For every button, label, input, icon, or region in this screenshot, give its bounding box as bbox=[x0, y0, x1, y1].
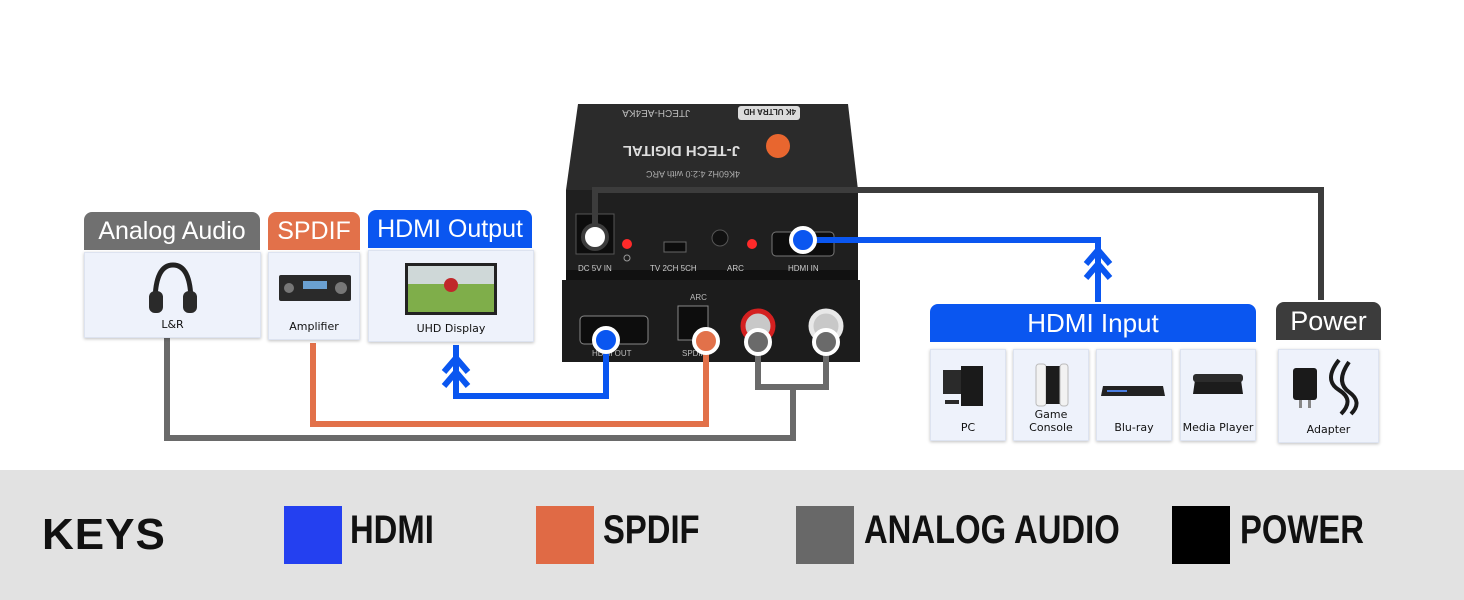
uhd-display-label: UHD Display bbox=[416, 322, 486, 335]
front-spdif-label: SPDIF bbox=[682, 349, 706, 358]
dc-port-label: DC 5V IN bbox=[578, 264, 612, 273]
pc-card: PC bbox=[930, 349, 1006, 441]
analog-audio-header: Analog Audio bbox=[84, 212, 260, 250]
uhd-display-card: UHD Display bbox=[368, 250, 534, 342]
game-console-label: Game Console bbox=[1029, 408, 1073, 434]
media-player-card: Media Player bbox=[1180, 349, 1256, 441]
headphones-label: L&R bbox=[161, 318, 184, 331]
spdif-header: SPDIF bbox=[268, 212, 360, 250]
spdif-cable bbox=[310, 342, 709, 427]
power-cable bbox=[592, 187, 1324, 300]
analog-right-cable-end bbox=[812, 328, 840, 356]
device-gap bbox=[566, 270, 858, 280]
hdmi-input-cable bbox=[803, 237, 1101, 302]
device-subtitle-text: 4K60Hz 4:2:0 with ARC bbox=[645, 169, 740, 179]
headphones-icon bbox=[149, 262, 197, 313]
spdif-key-label: SPDIF bbox=[603, 508, 700, 552]
hdmi-key-swatch bbox=[284, 506, 342, 564]
adapter-card: Adapter bbox=[1278, 349, 1379, 443]
game-console-icon bbox=[1035, 363, 1069, 407]
adapter-label: Adapter bbox=[1306, 423, 1351, 436]
analog-left-cable-end bbox=[744, 328, 772, 356]
hdmi-output-header: HDMI Output bbox=[368, 210, 532, 248]
hdmi-key-label: HDMI bbox=[350, 508, 434, 552]
switch-label: TV 2CH 5CH bbox=[650, 264, 697, 273]
dc-polarity-icon bbox=[623, 254, 631, 262]
media-player-icon bbox=[1193, 374, 1243, 394]
device-top-panel bbox=[566, 104, 858, 190]
hdmi-input-arrow-icon-2 bbox=[1083, 259, 1113, 280]
hdmi-input-arrow-icon bbox=[1083, 245, 1113, 266]
channel-switch bbox=[663, 241, 687, 253]
analog-audio-key-swatch bbox=[796, 506, 854, 564]
hdmi-output-cable-end bbox=[592, 326, 620, 354]
pc-label: PC bbox=[960, 421, 976, 434]
pc-icon bbox=[943, 366, 983, 406]
arc-label: ARC bbox=[727, 264, 744, 273]
media-player-label: Media Player bbox=[1182, 421, 1254, 434]
analog-cable bbox=[164, 337, 796, 441]
diagram-stage: JTECH-AE4KA 4K ULTRA HD J-TECH DIGITAL 4… bbox=[84, 104, 1381, 443]
power-key-label: POWER bbox=[1240, 508, 1364, 552]
power-key-swatch bbox=[1172, 506, 1230, 564]
brand-logo-icon bbox=[766, 134, 790, 158]
arc-button bbox=[711, 229, 729, 247]
device-brand-text: J-TECH DIGITAL bbox=[623, 142, 740, 159]
power-led-icon bbox=[622, 239, 632, 249]
blu-ray-card: Blu-ray bbox=[1096, 349, 1172, 441]
amplifier-label: Amplifier bbox=[289, 320, 339, 333]
amplifier-card: Amplifier bbox=[268, 252, 360, 340]
power-cable-end bbox=[581, 223, 609, 251]
uhd-display-icon bbox=[405, 263, 497, 315]
game-console-card: Game Console bbox=[1013, 349, 1089, 441]
blu-ray-label: Blu-ray bbox=[1114, 421, 1154, 434]
front-arc-label: ARC bbox=[690, 293, 707, 302]
analog-audio-key-label: ANALOG AUDIO bbox=[864, 508, 1120, 552]
spdif-key-swatch bbox=[536, 506, 594, 564]
headphones-card: L&R bbox=[84, 252, 261, 338]
arc-led-icon bbox=[747, 239, 757, 249]
amplifier-icon bbox=[279, 275, 351, 301]
power-header: Power bbox=[1276, 302, 1381, 340]
device-badge-text: 4K ULTRA HD bbox=[743, 107, 796, 116]
keys-title: KEYS bbox=[42, 510, 166, 559]
hdmi-in-label: HDMI IN bbox=[788, 264, 819, 273]
hdmi-output-arrow-icon-2 bbox=[441, 367, 471, 388]
hdmi-input-cable-end bbox=[789, 226, 817, 254]
spdif-cable-end bbox=[692, 327, 720, 355]
blu-ray-icon bbox=[1101, 386, 1165, 396]
hdmi-output-arrow-icon bbox=[441, 353, 471, 374]
front-hdmi-out-label: HDMI OUT bbox=[592, 349, 632, 358]
device-badge bbox=[738, 106, 800, 120]
connection-diagram: JTECH-AE4KA 4K ULTRA HD J-TECH DIGITAL 4… bbox=[164, 104, 1324, 441]
adapter-icon bbox=[1293, 358, 1359, 416]
keys-legend: KEYS HDMI SPDIF ANALOG AUDIO POWER bbox=[0, 470, 1464, 600]
device-model-text: JTECH-AE4KA bbox=[622, 107, 690, 118]
hdmi-input-header: HDMI Input bbox=[930, 304, 1256, 342]
